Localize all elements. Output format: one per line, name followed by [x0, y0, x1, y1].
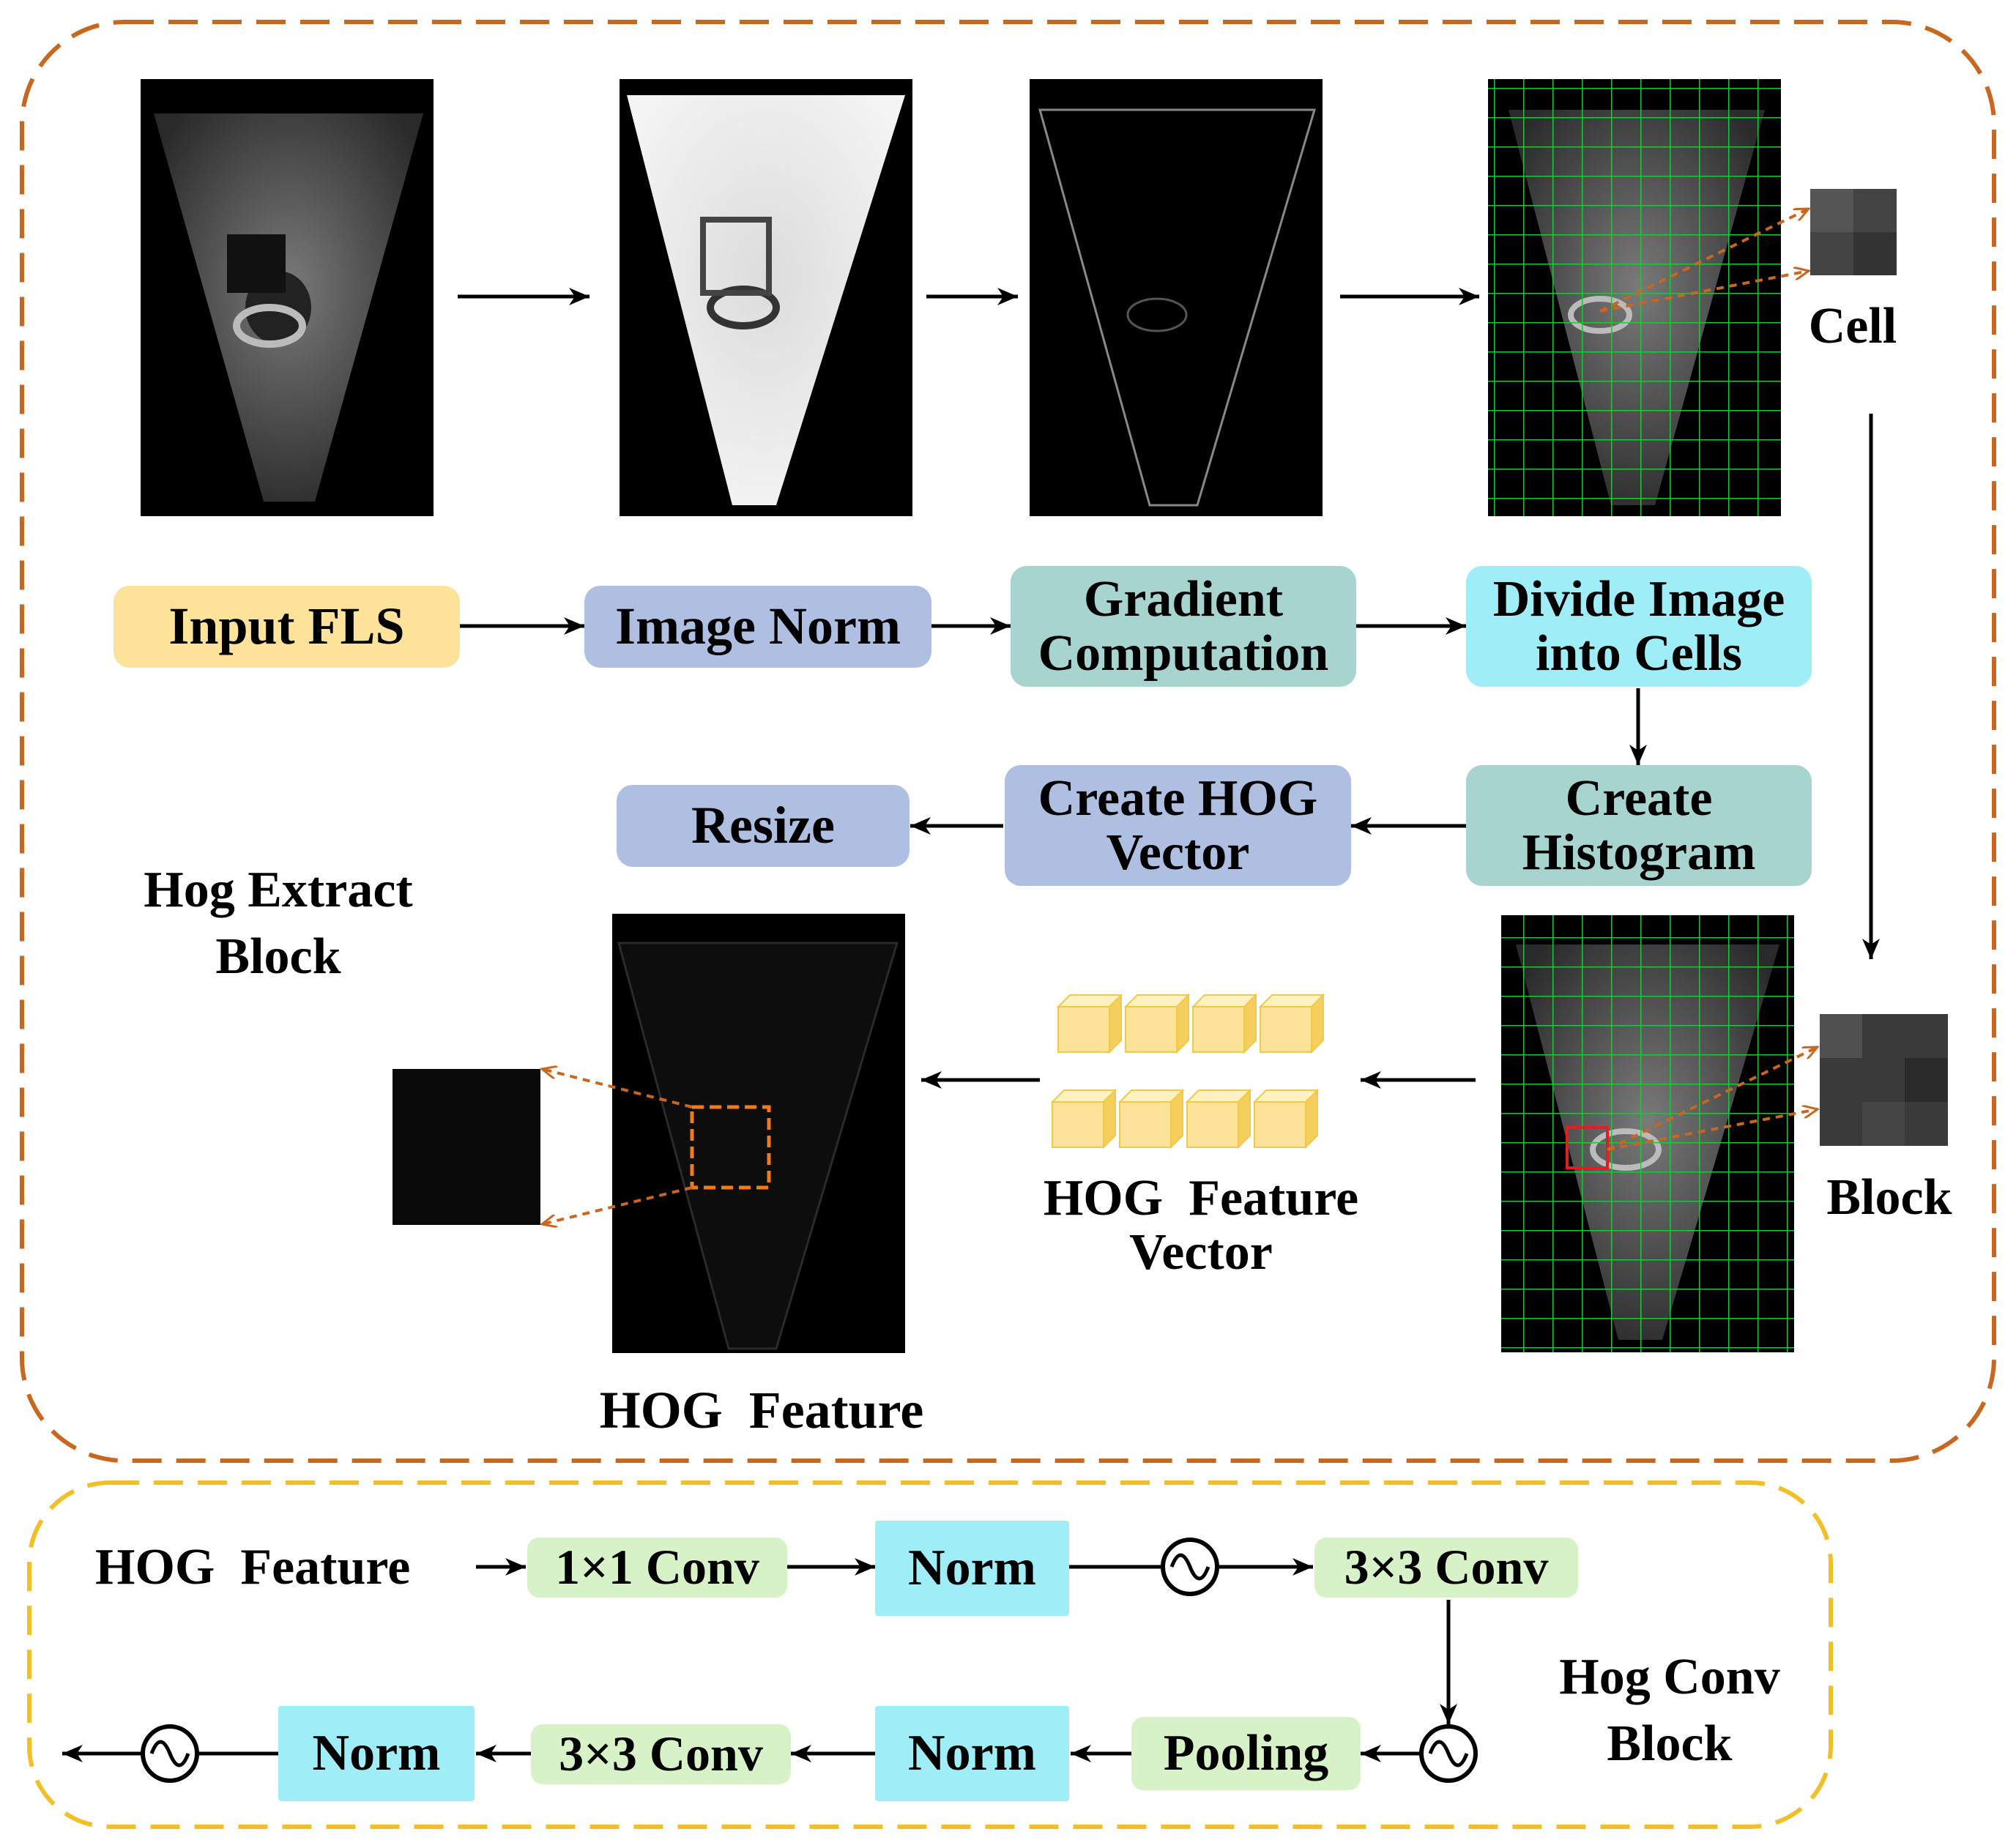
conv1x1-label: 1×1 Conv [555, 1539, 759, 1595]
norm-box-3: Norm [278, 1706, 475, 1801]
hog-conv-border [27, 1480, 1833, 1829]
image-norm-box: Image Norm [584, 586, 931, 668]
histogram-label-1: Create [1565, 770, 1713, 827]
conv3x3-box-2: 3×3 Conv [531, 1724, 791, 1784]
pooling-box: Pooling [1131, 1717, 1361, 1790]
sonar-fan-gradient [1038, 108, 1317, 507]
hog-vector-label-1: Create HOG [1038, 770, 1318, 827]
input-fls-label: Input FLS [168, 597, 405, 656]
input-fls-box: Input FLS [114, 586, 460, 668]
histogram-box: Create Histogram [1466, 765, 1812, 886]
norm-box-1: Norm [875, 1521, 1069, 1616]
feature-vector-label: HOG Feature Vector [1003, 1171, 1399, 1279]
conv3x3-label-1: 3×3 Conv [1344, 1539, 1549, 1595]
hog-extract-title-1: Hog Extract [144, 862, 413, 918]
sonar-fan-norm [627, 95, 905, 505]
hog-feature-fan [617, 942, 899, 1350]
hog-feature-label: HOG Feature [599, 1381, 924, 1439]
hog-vector-box: Create HOG Vector [1005, 765, 1351, 886]
resize-box: Resize [617, 785, 910, 867]
gradient-label-2: Computation [1038, 625, 1329, 682]
norm-label-3: Norm [312, 1725, 441, 1782]
hog-conv-title-1: Hog Conv [1559, 1649, 1780, 1705]
hog-conv-title-2: Block [1607, 1715, 1733, 1772]
norm-box-2: Norm [875, 1706, 1069, 1801]
hog-feature-zoom [393, 1069, 540, 1225]
conv3x3-box-1: 3×3 Conv [1314, 1538, 1578, 1598]
feature-vector-label-1: HOG Feature [1043, 1170, 1359, 1226]
image-norm-label: Image Norm [615, 597, 901, 656]
gradient-box: Gradient Computation [1011, 566, 1356, 687]
norm-label-1: Norm [908, 1540, 1036, 1597]
divide-label-2: into Cells [1536, 625, 1742, 682]
block-selection [1566, 1126, 1609, 1169]
pooling-label: Pooling [1163, 1725, 1329, 1782]
feature-vector-label-2: Vector [1129, 1223, 1273, 1281]
conv-input-label: HOG Feature [95, 1539, 411, 1595]
histogram-label-2: Histogram [1522, 824, 1756, 881]
hog-feature-selection [690, 1105, 771, 1190]
conv1x1-box: 1×1 Conv [527, 1538, 787, 1598]
block-label: Block [1826, 1169, 1952, 1226]
hog-extract-title: Hog Extract Block [103, 857, 454, 990]
divide-box: Divide Image into Cells [1466, 566, 1812, 687]
hog-extract-title-2: Block [215, 928, 341, 985]
norm-label-2: Norm [908, 1725, 1036, 1782]
hog-extract-border [20, 20, 1996, 1463]
gradient-label-1: Gradient [1083, 571, 1284, 627]
hog-conv-title: Hog Conv Block [1509, 1644, 1831, 1777]
hog-vector-label-2: Vector [1106, 824, 1250, 881]
block-grid [1501, 915, 1794, 1352]
cell-grid [1488, 79, 1781, 516]
cell-label: Cell [1808, 298, 1897, 354]
divide-label-1: Divide Image [1492, 571, 1785, 627]
resize-label: Resize [691, 796, 835, 855]
conv3x3-label-2: 3×3 Conv [559, 1726, 763, 1782]
